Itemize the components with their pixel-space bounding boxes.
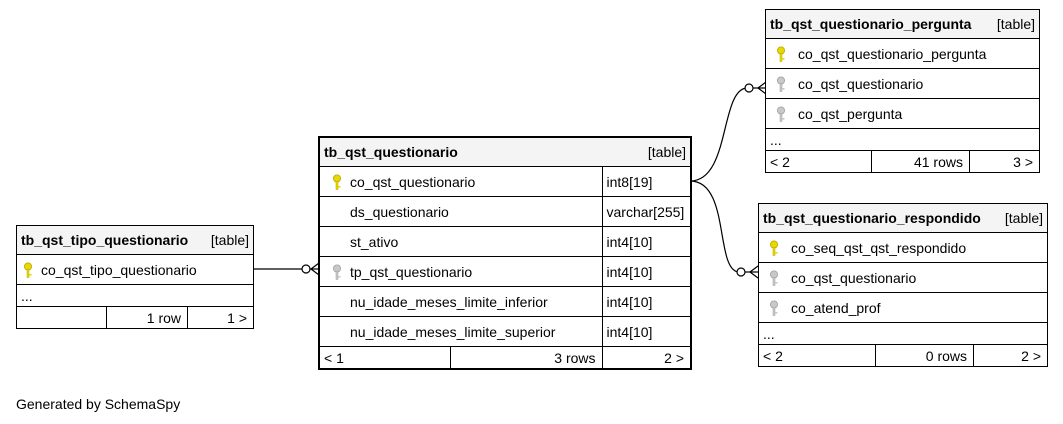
foreign-key-icon xyxy=(769,299,779,316)
parent-count: < 2 xyxy=(765,150,872,173)
child-count: 3 > xyxy=(968,150,1041,173)
row-count: 41 rows xyxy=(871,150,970,173)
column-type: varchar[255] xyxy=(601,196,692,227)
column-name: co_atend_prof xyxy=(791,299,881,316)
column-type: int4[10] xyxy=(601,316,692,347)
table-name: tb_qst_tipo_questionario xyxy=(21,232,189,248)
table-questionario-pergunta[interactable]: tb_qst_questionario_pergunta [table] co_… xyxy=(764,9,1041,173)
parent-count xyxy=(16,306,107,329)
column-row[interactable]: co_qst_questionario xyxy=(757,262,1049,293)
primary-key-icon xyxy=(776,45,786,62)
table-kind: [table] xyxy=(996,16,1036,32)
table-header[interactable]: tb_qst_questionario_respondido [table] xyxy=(757,203,1049,233)
column-row[interactable]: co_qst_pergunta xyxy=(764,98,1041,129)
parent-count: < 2 xyxy=(758,344,876,367)
column-row[interactable]: st_ativo xyxy=(318,226,603,257)
table-header[interactable]: tb_qst_questionario_pergunta [table] xyxy=(764,9,1041,39)
row-count: 3 rows xyxy=(449,346,603,370)
child-count: 1 > xyxy=(186,306,255,329)
primary-key-icon xyxy=(769,239,779,256)
column-row[interactable]: nu_idade_meses_limite_superior xyxy=(318,316,603,347)
column-row[interactable]: co_qst_questionario xyxy=(318,166,603,197)
column-type: int8[19] xyxy=(601,166,692,197)
table-kind: [table] xyxy=(647,144,687,160)
column-row[interactable]: co_seq_qst_qst_respondido xyxy=(757,232,1049,263)
column-name: ds_questionario xyxy=(350,203,449,220)
table-name: tb_qst_questionario xyxy=(324,144,458,160)
table-name: tb_qst_questionario_pergunta xyxy=(770,16,972,32)
child-count: 2 > xyxy=(601,346,692,370)
foreign-key-icon xyxy=(776,75,786,92)
column-row[interactable]: nu_idade_meses_limite_inferior xyxy=(318,286,603,317)
parent-count: < 1 xyxy=(318,346,451,370)
column-name: tp_qst_questionario xyxy=(350,263,473,280)
column-name: co_qst_questionario xyxy=(350,173,476,190)
table-header[interactable]: tb_qst_questionario [table] xyxy=(318,136,692,167)
column-row[interactable]: co_qst_questionario_pergunta xyxy=(764,38,1041,69)
more-columns: ... xyxy=(764,128,1041,151)
column-name: st_ativo xyxy=(350,233,399,250)
row-count: 1 row xyxy=(106,306,188,329)
column-type: int4[10] xyxy=(601,256,692,287)
table-questionario-respondido[interactable]: tb_qst_questionario_respondido [table] c… xyxy=(757,203,1049,367)
primary-key-icon xyxy=(23,261,33,278)
relationship-tipo-questionario xyxy=(253,262,320,276)
table-tipo-questionario[interactable]: tb_qst_tipo_questionario [table] co_qst_… xyxy=(15,225,255,329)
column-name: nu_idade_meses_limite_inferior xyxy=(350,293,548,310)
relationship-questionario-pergunta xyxy=(689,81,767,182)
column-name: nu_idade_meses_limite_superior xyxy=(350,323,556,340)
column-name: co_qst_questionario xyxy=(791,269,917,286)
column-name: co_qst_questionario_pergunta xyxy=(798,45,987,62)
column-name: co_qst_questionario xyxy=(798,75,924,92)
foreign-key-icon xyxy=(776,105,786,122)
column-name: co_qst_tipo_questionario xyxy=(41,261,197,278)
relationship-questionario-respondido xyxy=(689,180,759,279)
column-row[interactable]: ds_questionario xyxy=(318,196,603,227)
foreign-key-icon xyxy=(769,269,779,286)
column-name: co_seq_qst_qst_respondido xyxy=(791,239,967,256)
table-name: tb_qst_questionario_respondido xyxy=(763,210,981,226)
table-header[interactable]: tb_qst_tipo_questionario [table] xyxy=(15,225,255,255)
column-type: int4[10] xyxy=(601,226,692,257)
column-row[interactable]: tp_qst_questionario xyxy=(318,256,603,287)
table-kind: [table] xyxy=(210,232,250,248)
table-questionario[interactable]: tb_qst_questionario [table] co_qst_quest… xyxy=(318,136,693,370)
primary-key-icon xyxy=(332,173,342,190)
column-row[interactable]: co_qst_tipo_questionario xyxy=(15,254,255,285)
generated-by-label: Generated by SchemaSpy xyxy=(16,396,181,412)
column-row[interactable]: co_qst_questionario xyxy=(764,68,1041,99)
foreign-key-icon xyxy=(332,263,342,280)
more-columns: ... xyxy=(757,322,1049,345)
more-columns: ... xyxy=(15,284,255,307)
row-count: 0 rows xyxy=(875,344,974,367)
column-row[interactable]: co_atend_prof xyxy=(757,292,1049,323)
column-type: int4[10] xyxy=(601,286,692,317)
column-name: co_qst_pergunta xyxy=(798,105,903,122)
child-count: 2 > xyxy=(972,344,1049,367)
table-kind: [table] xyxy=(1004,210,1044,226)
